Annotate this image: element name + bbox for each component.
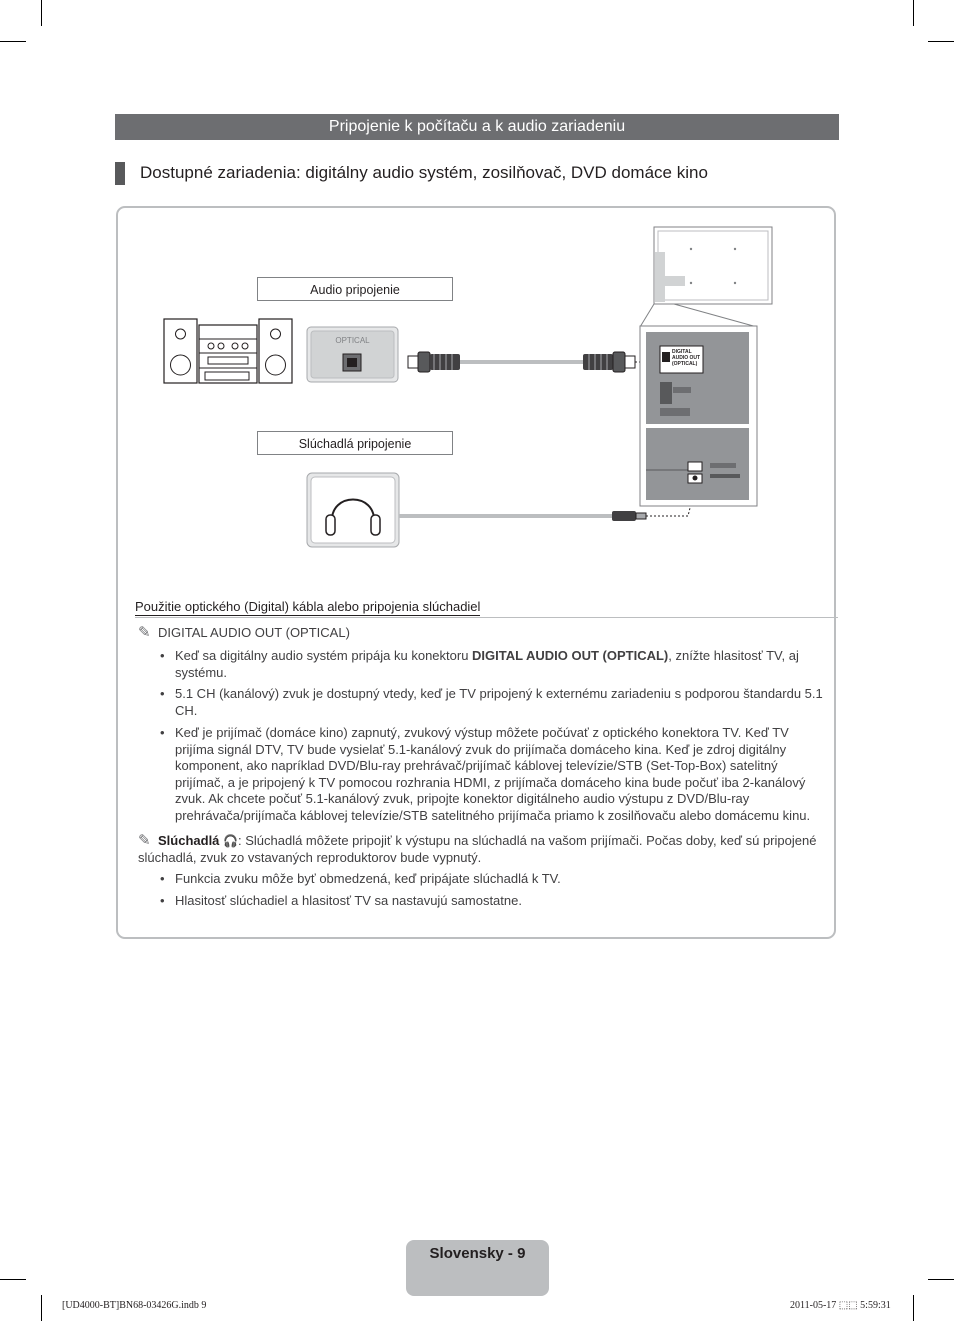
list-item: •5.1 CH (kanálový) zvuk je dostupný vted… [160,686,825,719]
tv-port-line-2: AUDIO OUT [672,355,701,361]
bullet-text: Funkcia zvuku môže byť obmedzená, keď pr… [175,871,561,886]
footer-file: [UD4000-BT]BN68-03426G.indb 9 [62,1300,207,1311]
tv-optical-port-label: DIGITAL AUDIO OUT (OPTICAL) [672,349,700,367]
footer-date: 2011-05-17 ⬚⬚ 5:59:31 [790,1300,891,1311]
tv-port-line-1: DIGITAL [672,349,692,355]
audio-system-icon [163,318,293,384]
crop-mark [928,41,954,42]
tv-port-line-3: (OPTICAL) [672,361,698,367]
optical-cable [407,351,660,373]
headphone-icon: 🎧 [223,834,238,848]
bullet-text: , znížte hlasitosť TV, aj systému. [175,648,799,680]
note-text: : Slúchadlá môžete pripojiť k výstupu na… [138,833,817,865]
bullet-text: Hlasitosť slúchadiel a hlasitosť TV sa n… [175,893,522,908]
tv-back-icon [639,226,773,328]
page-number-tab: Slovensky - 9 [406,1240,549,1296]
bullet-text: Keď sa digitálny audio systém pripája ku… [175,648,473,663]
list-item: •Funkcia zvuku môže byť obmedzená, keď p… [160,871,825,888]
note-title: DIGITAL AUDIO OUT (OPTICAL) [158,625,350,640]
crop-mark [928,1279,954,1280]
note-title: Slúchadlá [158,833,220,848]
bullet-text: 5.1 CH (kanálový) zvuk je dostupný vtedy… [175,686,823,718]
pencil-icon: ✎ [138,832,151,849]
bullet-bold-text: DIGITAL AUDIO OUT (OPTICAL) [472,648,669,663]
divider [135,617,838,618]
crop-mark [41,1295,42,1321]
content-panel [116,206,836,939]
list-item: •Keď je prijímač (domáce kino) zapnutý, … [160,725,825,824]
optical-port-icon [306,326,399,383]
crop-mark [913,1295,914,1321]
note-digital-audio-out: ✎ DIGITAL AUDIO OUT (OPTICAL) [138,624,350,642]
note-headphones: ✎ Slúchadlá 🎧: Slúchadlá môžete pripojiť … [138,832,828,866]
bullet-text: Keď je prijímač (domáce kino) zapnutý, z… [175,725,811,823]
crop-mark [0,1279,26,1280]
crop-mark [41,0,42,26]
connection-diagram [163,226,773,548]
audio-connection-label: Audio pripojenie [257,277,453,301]
section-title-bar: Pripojenie k počítaču a k audio zariaden… [115,114,839,140]
headphones-icon [306,472,400,548]
tv-jack-panel [639,325,758,507]
list-item: •Hlasitosť slúchadiel a hlasitosť TV sa … [160,893,825,910]
pencil-icon: ✎ [138,624,151,641]
optical-port-label: OPTICAL [335,336,370,345]
headphone-connection-label: Slúchadlá pripojenie [257,431,453,455]
crop-mark [913,0,914,26]
crop-mark [0,41,26,42]
subheading-marker [115,161,125,185]
subheading-text: Dostupné zariadenia: digitálny audio sys… [140,163,708,182]
list-item: • Keď sa digitálny audio systém pripája … [160,648,799,680]
usage-title: Použitie optického (Digital) kábla alebo… [135,599,481,616]
subheading: Dostupné zariadenia: digitálny audio sys… [115,160,708,186]
